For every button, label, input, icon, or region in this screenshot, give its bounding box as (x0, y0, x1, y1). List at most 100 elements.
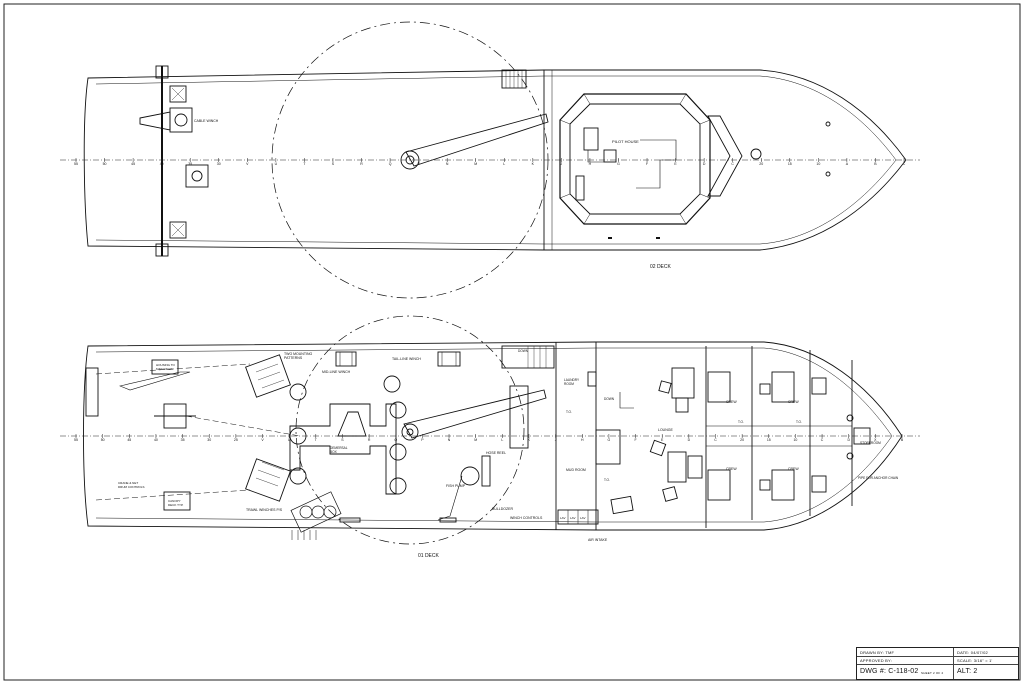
station-label: 35 (181, 438, 185, 442)
title-row-2: APPROVED BY: SCALE: 3/16" = 1' (857, 656, 1018, 665)
deck-01-label: 01 DECK (418, 553, 440, 559)
scale: SCALE: 3/16" = 1' (957, 658, 993, 663)
station-label: 45 (127, 438, 131, 442)
title-block: DRAWN BY: TMF DATE: 04/07/02 APPROVED BY… (856, 647, 1019, 680)
pipe-anchor-label: PIPE FOR ANCHOR CHAIN (858, 476, 899, 480)
lav-label-1: LAV (560, 516, 565, 520)
down-label-2: DOWN (604, 397, 615, 401)
winch-controls-label: WINCH CONTROLS (510, 516, 543, 520)
pilot-house-outline (559, 93, 711, 225)
station-label: C (821, 438, 824, 442)
station-label: G (617, 162, 620, 166)
tail-line-winch-label: TAIL-LINE WINCH (392, 357, 421, 361)
storeroom-label: STOREROOM (860, 441, 881, 445)
deck-labels: 02 DECK 01 DECK PILOT HOUSE CABLE WINCH … (194, 119, 899, 559)
deck-02-label: 02 DECK (650, 264, 672, 270)
station-label: 10 (793, 438, 797, 442)
winch-sheaves (289, 375, 407, 495)
station-label: 35 (188, 162, 192, 166)
lounge-label: LOUNGE (658, 428, 673, 432)
station-label: C (731, 162, 734, 166)
station-label: T (303, 162, 306, 166)
air-intake-label: AIR INTAKE (588, 538, 608, 542)
title-row-1: DRAWN BY: TMF DATE: 04/07/02 (857, 648, 1018, 657)
station-label: S (332, 162, 335, 166)
station-label: 15 (788, 162, 792, 166)
station-label: 25 (234, 438, 238, 442)
station-label: U (288, 438, 291, 442)
lav-label-2: LAV (570, 516, 575, 520)
centerline-group (60, 159, 920, 437)
station-label: 50 (101, 438, 105, 442)
station-label: E (674, 162, 677, 166)
station-label: D (688, 438, 691, 442)
station-label: M (474, 162, 477, 166)
station-label: D (703, 162, 706, 166)
station-label: B (901, 438, 904, 442)
station-label: V (246, 162, 249, 166)
station-label: 20 (759, 162, 763, 166)
station-label: Q (394, 438, 397, 442)
crew-label-4: CREW (788, 467, 799, 471)
station-label: Q (389, 162, 392, 166)
to-label-4: T.O. (796, 420, 802, 424)
station-label: K (528, 438, 531, 442)
upper-hull-outline (83, 69, 907, 251)
station-label: N (446, 162, 449, 166)
station-label: R (368, 438, 371, 442)
bulldozer-label: BULLDOZER (492, 507, 513, 511)
alt: ALT: 2 (957, 668, 978, 675)
down-label-1: DOWN (518, 349, 529, 353)
station-label: H (581, 438, 584, 442)
station-label: 40 (154, 438, 158, 442)
station-label: 10 (816, 162, 820, 166)
crew-label-1: CREW (726, 400, 737, 404)
station-label: J (561, 162, 563, 166)
mud-room-label: MUD ROOM (566, 468, 586, 472)
pilot-house-label: PILOT HOUSE (612, 139, 639, 144)
winch-foundation (289, 403, 397, 495)
station-label: C (714, 438, 717, 442)
fish-pump-label: FISH PUMP (446, 484, 466, 488)
lower-hull-inner (95, 347, 893, 523)
date: DATE: 04/07/02 (957, 650, 988, 655)
crew-label-2: CREW (788, 400, 799, 404)
station-label: E (661, 438, 664, 442)
lav-label-3: LAV (580, 516, 585, 520)
mid-line-winch-label: MID-LINE WINCH (322, 370, 351, 374)
sheet: SHEET 2 OF 2 (921, 671, 944, 675)
station-label: H (589, 162, 592, 166)
station-label: L (503, 162, 505, 166)
station-label: 30 (207, 438, 211, 442)
station-label: 15 (767, 438, 771, 442)
station-label: U (275, 162, 278, 166)
station-label: F (646, 162, 648, 166)
station-label: 55 (74, 162, 78, 166)
station-label: M (474, 438, 477, 442)
hose-reel-label: HOSE REEL (486, 451, 506, 455)
crew-label-3: CREW (726, 467, 737, 471)
station-label: F (634, 438, 636, 442)
station-label: A (846, 162, 849, 166)
station-label: N (448, 438, 451, 442)
station-label: X (874, 438, 877, 442)
dwg-number: DWG #: C-118-02 (860, 668, 919, 675)
station-label: 30 (217, 162, 221, 166)
station-label: D (847, 438, 850, 442)
station-label: J (555, 438, 557, 442)
drawing-border (3, 3, 1021, 681)
drawn-by: DRAWN BY: TMF (860, 650, 895, 655)
station-label: P (417, 162, 420, 166)
station-label: 20 (740, 438, 744, 442)
station-label: 55 (74, 438, 78, 442)
trawl-winches-label: TRAWL WINCHES P/S (246, 508, 283, 512)
station-label: 45 (131, 162, 135, 166)
